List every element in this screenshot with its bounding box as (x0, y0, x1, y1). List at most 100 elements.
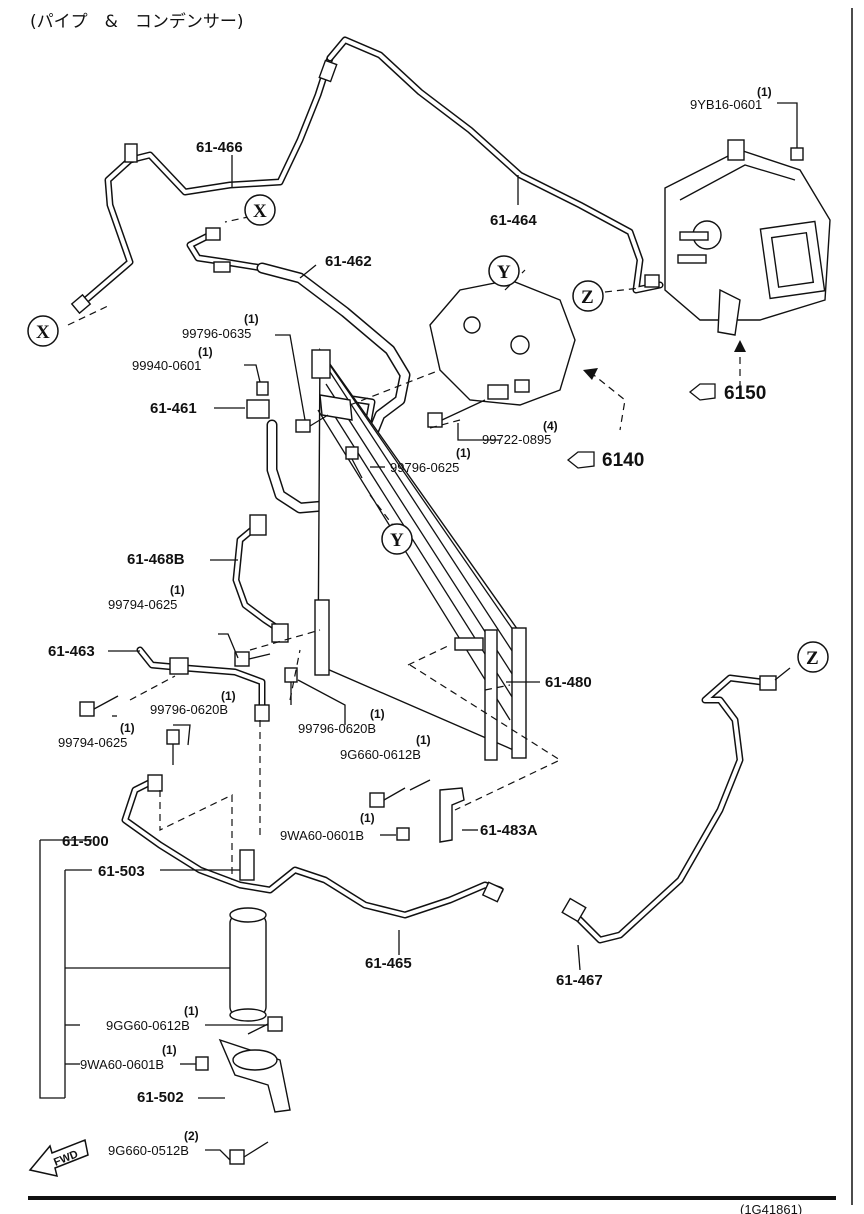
bolt-99722-0895 (427, 399, 486, 428)
condenser-61-480 (311, 347, 527, 761)
qty-99796-0620B-a: (1) (221, 689, 236, 703)
qty-9G660-0612B: (1) (416, 733, 431, 747)
label-9G660-0512B: 9G660-0512B (108, 1143, 189, 1158)
label-99794-0625-a: 99794-0625 (108, 597, 177, 612)
bolt-99796-0620B-b (166, 729, 180, 765)
label-61-500: 61-500 (62, 833, 109, 850)
receiver-drier-61-503 (229, 849, 267, 1022)
ref-y-bottom-text: Y (390, 530, 404, 551)
pipe-fitting (249, 514, 267, 536)
label-61-462: 61-462 (325, 253, 372, 270)
dashed-guides (67, 213, 741, 880)
nut-9WA60-a (396, 827, 410, 841)
pipe-61-464 (326, 36, 664, 294)
label-9GG60-0612B: 9GG60-0612B (106, 1018, 190, 1033)
ref-y-top: Y (488, 255, 520, 287)
callout-6150: 6150 (688, 383, 766, 404)
label-61-483A: 61-483A (480, 822, 538, 839)
leader-lines (39, 102, 798, 1161)
label-9WA60-0601B-a: 9WA60-0601B (280, 828, 364, 843)
nut-99940 (256, 381, 269, 396)
pipe-61-463 (136, 646, 270, 722)
arrowhead (583, 368, 598, 380)
pipe-fitting (169, 657, 189, 675)
diagram-title: (パイプ & コンデンサー) (30, 11, 244, 32)
qty-9WA60-a: (1) (360, 811, 375, 825)
ref-z-right-text: Z (806, 648, 819, 669)
pipe-fitting (759, 675, 777, 691)
qty-99794-0625-a: (1) (170, 583, 185, 597)
label-61-464: 61-464 (490, 212, 537, 229)
label-9WA60-0601B-b: 9WA60-0601B (80, 1057, 164, 1072)
pipe-61-465 (121, 774, 505, 919)
ref-x-left-text: X (36, 322, 50, 343)
bracket-ring (232, 1049, 278, 1071)
arrowhead (734, 340, 746, 352)
label-61-468B: 61-468B (127, 551, 185, 568)
qty-9WA60-b: (1) (162, 1043, 177, 1057)
qty-99796-0635: (1) (244, 312, 259, 326)
pipe-fitting (271, 623, 289, 643)
bolt-99796-0635 (295, 414, 329, 433)
qty-99940-0601: (1) (198, 345, 213, 359)
label-61-461: 61-461 (150, 400, 197, 417)
label-99796-0620B-a: 99796-0620B (150, 702, 228, 717)
label-61-465: 61-465 (365, 955, 412, 972)
pipe-61-468B (232, 514, 289, 643)
evaporator-unit (664, 139, 831, 336)
pipe-fitting (205, 227, 221, 241)
pipe-61-467 (561, 674, 777, 944)
label-61-503: 61-503 (98, 863, 145, 880)
bolt-9G660-0612B (369, 787, 406, 808)
pipe-fitting (481, 881, 505, 903)
ref-z-top-text: Z (581, 287, 594, 308)
clip (213, 261, 231, 273)
label-9G660-0612B: 9G660-0612B (340, 747, 421, 762)
qty-9G660-0512B: (2) (184, 1129, 199, 1143)
bolt-99794-0625-b (79, 695, 119, 717)
pipe-61-466 (70, 54, 338, 315)
nut-9YB16 (790, 147, 804, 161)
bolt-9GG60-0612B (247, 1016, 283, 1035)
ref-z-right: Z (797, 641, 829, 673)
ref-y-bottom: Y (381, 523, 413, 555)
footer-code: (1G41861) (740, 1202, 802, 1214)
pipe-fitting (561, 897, 587, 923)
label-61-467: 61-467 (556, 972, 603, 989)
pointing-hand-icon (688, 383, 716, 401)
label-61-502: 61-502 (137, 1089, 184, 1106)
label-99796-0625: 99796-0625 (390, 460, 459, 475)
ref-x-top-text: X (253, 201, 267, 222)
label-99796-0635: 99796-0635 (182, 326, 251, 341)
qty-9YB16: (1) (757, 85, 772, 99)
qty-99794-0625-b: (1) (120, 721, 135, 735)
pipe-fitting (147, 774, 163, 792)
callout-6140: 6140 (566, 450, 644, 471)
label-9YB16-0601: 9YB16-0601 (690, 97, 762, 112)
label-99796-0620B-b: 99796-0620B (298, 721, 376, 736)
pipe-fitting (70, 293, 92, 315)
label-61-466: 61-466 (196, 139, 243, 156)
qty-99722-0895: (4) (543, 419, 558, 433)
fwd-arrow-icon: FWD (28, 1138, 89, 1177)
bracket-61-483A (439, 787, 465, 843)
bolt-9G660-0512B (229, 1141, 269, 1165)
qty-99796-0620B-b: (1) (370, 707, 385, 721)
block-fitting (246, 399, 270, 419)
qty-9GG60: (1) (184, 1004, 199, 1018)
bolt-99794-0625-a (234, 651, 271, 667)
ref-x-top: X (244, 194, 276, 226)
label-6140: 6140 (602, 450, 644, 471)
label-99722-0895: 99722-0895 (482, 432, 551, 447)
ref-y-top-text: Y (497, 262, 511, 283)
qty-99796-0625: (1) (456, 446, 471, 460)
nut-9WA60-b (195, 1056, 209, 1071)
ref-x-left: X (27, 315, 59, 347)
label-6150: 6150 (724, 383, 766, 404)
bolt-99796-0625-top (345, 446, 363, 479)
pipe-fitting (644, 274, 660, 288)
label-61-480: 61-480 (545, 674, 592, 691)
compressor-unit (429, 279, 576, 406)
label-99940-0601: 99940-0601 (132, 358, 201, 373)
